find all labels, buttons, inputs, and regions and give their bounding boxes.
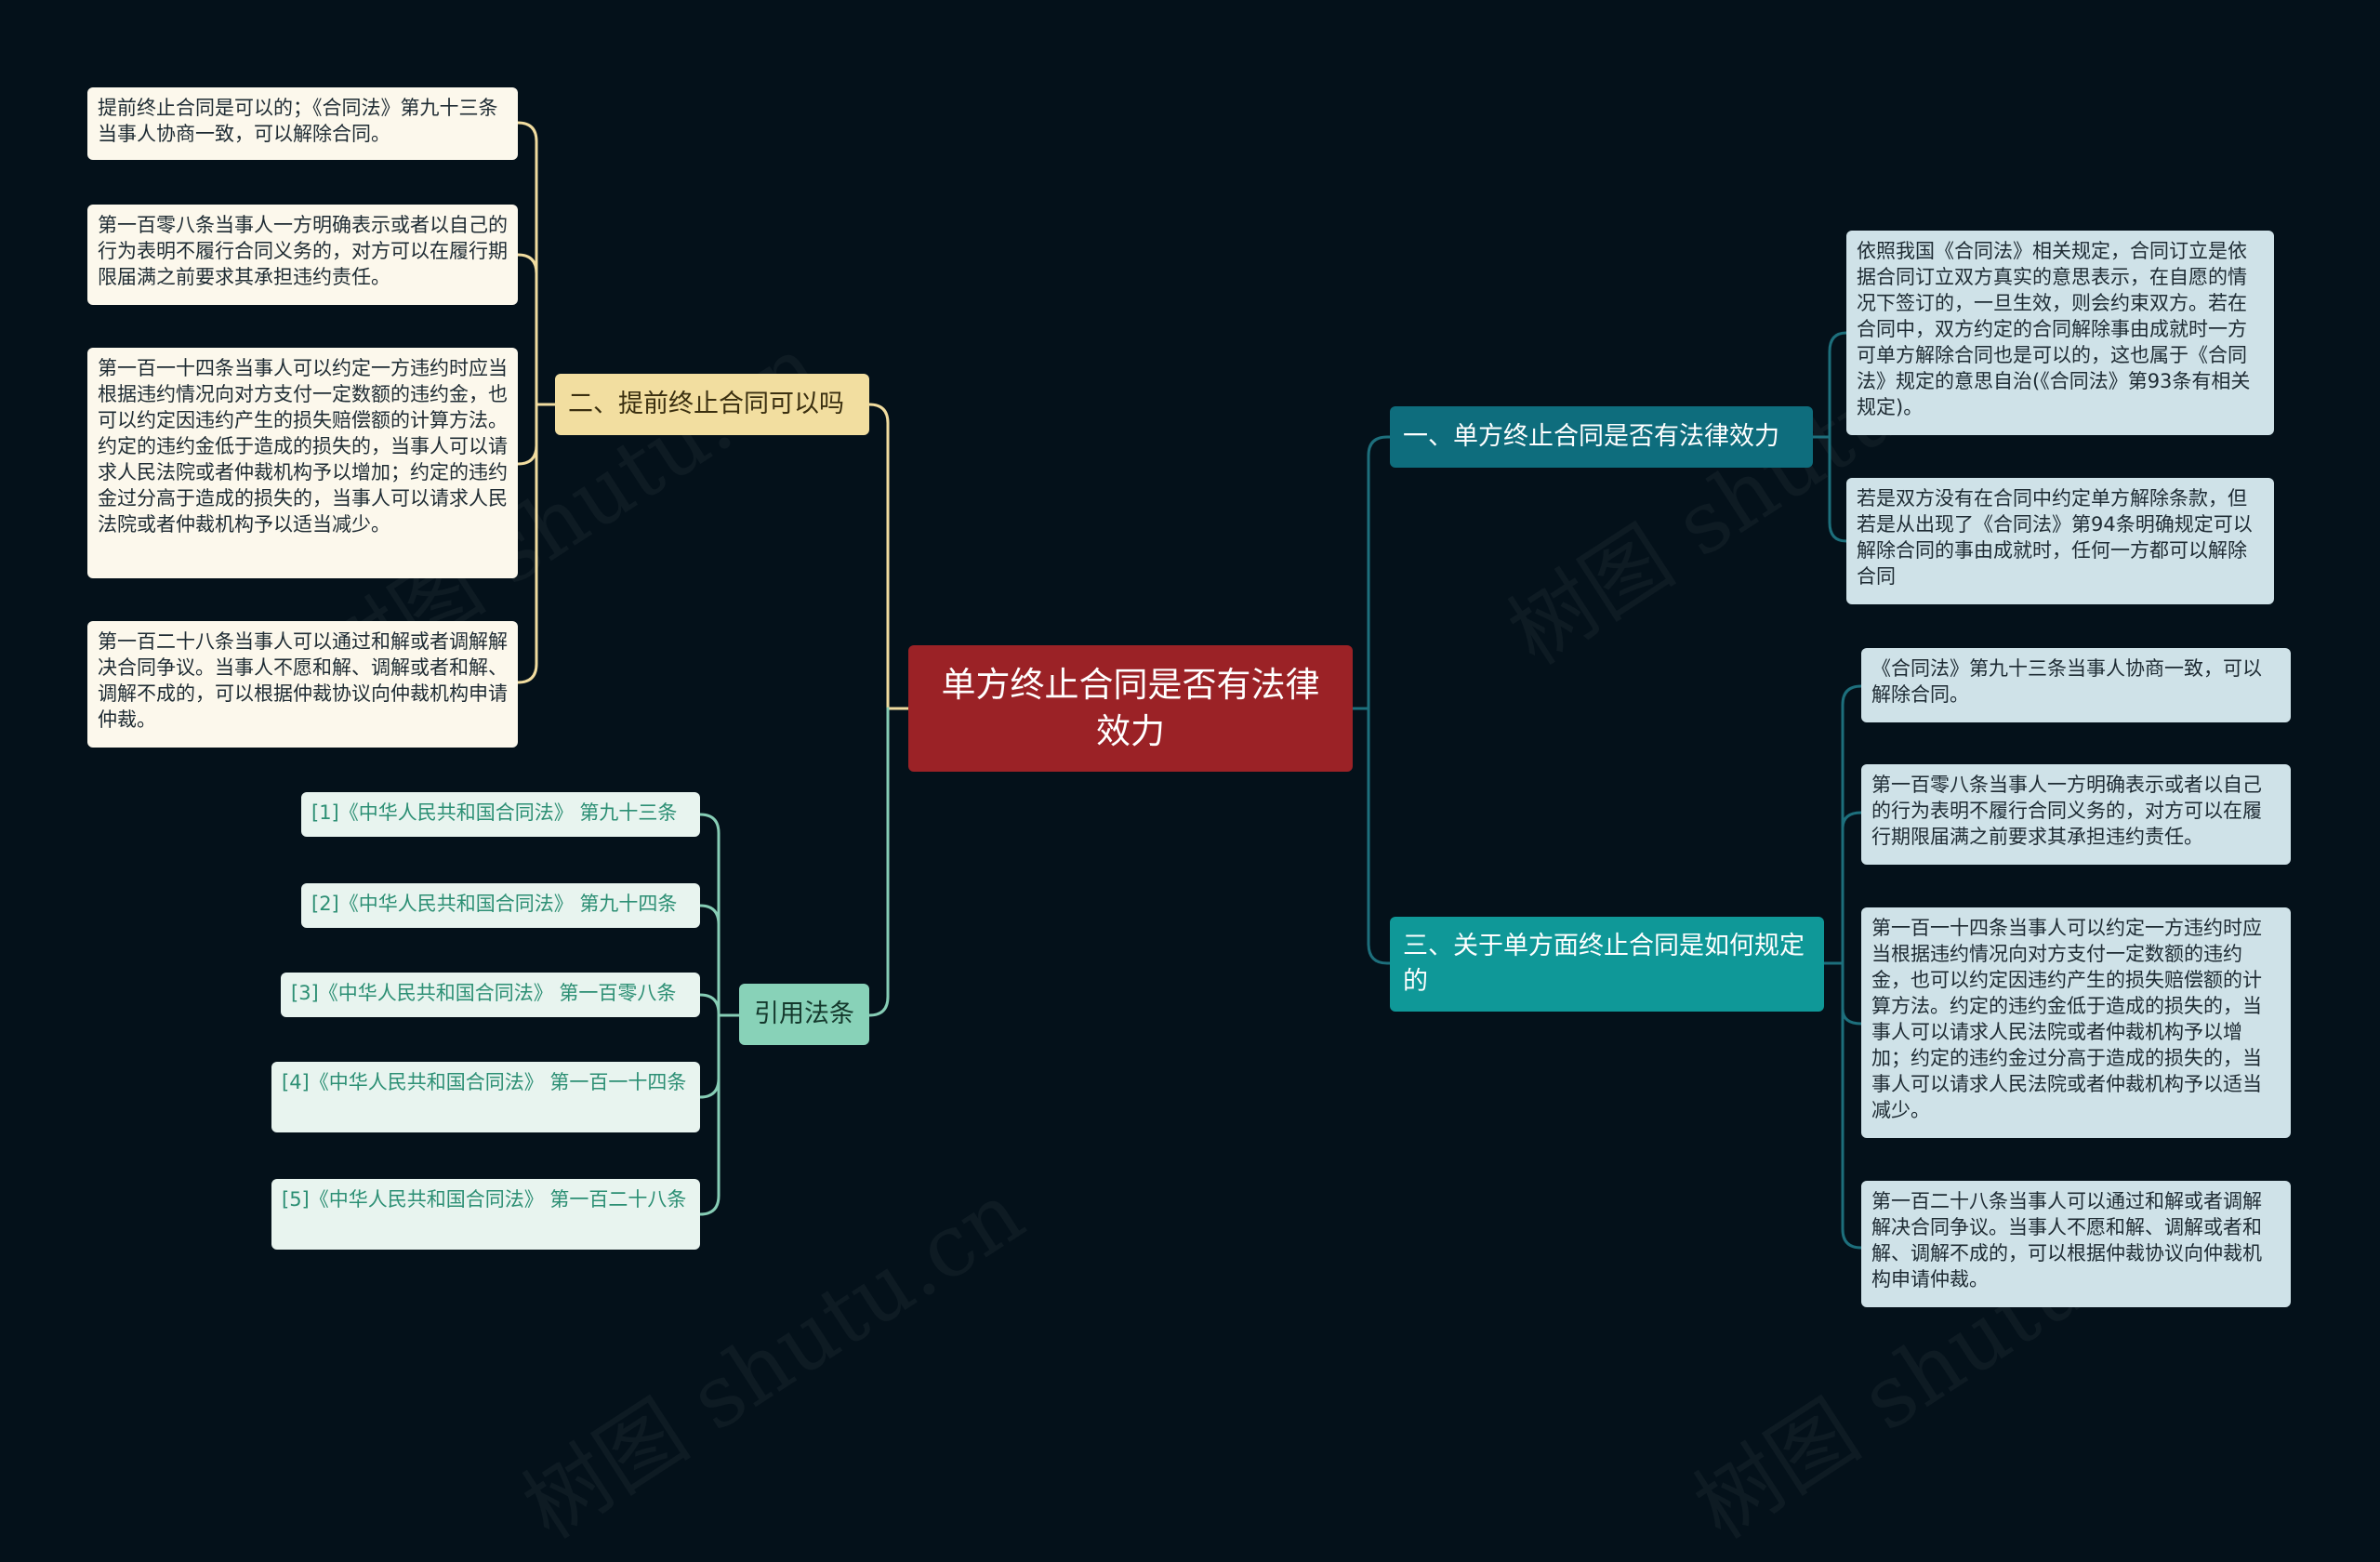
leaf-left-b1-1[interactable]: 提前终止合同是可以的；《合同法》第九十三条当事人协商一致，可以解除合同。 — [87, 87, 518, 160]
branch-label: 三、关于单方面终止合同是如何规定的 — [1403, 932, 1805, 996]
leaf-right-b2-4[interactable]: 第一百二十八条当事人可以通过和解或者调解解决合同争议。当事人不愿和解、调解或者和… — [1861, 1181, 2291, 1307]
leaf-text: 第一百一十四条当事人可以约定一方违约时应当根据违约情况向对方支付一定数额的违约金… — [1871, 917, 2262, 1121]
connector-lines — [516, 121, 1863, 1250]
reference-text: [2]《中华人民共和国合同法》 第九十四条 — [311, 893, 678, 915]
reference-link-4[interactable]: [4]《中华人民共和国合同法》 第一百一十四条 — [271, 1062, 700, 1132]
branch-right-legal-effect[interactable]: 一、单方终止合同是否有法律效力 — [1390, 406, 1813, 468]
reference-link-3[interactable]: [3]《中华人民共和国合同法》 第一百零八条 — [281, 973, 700, 1017]
leaf-text: 第一百二十八条当事人可以通过和解或者调解解决合同争议。当事人不愿和解、调解或者和… — [98, 630, 508, 731]
leaf-right-b2-1[interactable]: 《合同法》第九十三条当事人协商一致，可以解除合同。 — [1861, 648, 2291, 722]
branch-left-references[interactable]: 引用法条 — [739, 984, 869, 1045]
central-topic[interactable]: 单方终止合同是否有法律效力 — [908, 645, 1353, 772]
leaf-text: 提前终止合同是可以的；《合同法》第九十三条当事人协商一致，可以解除合同。 — [98, 97, 498, 145]
link-left-trunk-down — [867, 707, 890, 1017]
leaf-text: 第一百二十八条当事人可以通过和解或者调解解决合同争议。当事人不愿和解、调解或者和… — [1871, 1190, 2262, 1291]
leaf-left-b1-4[interactable]: 第一百二十八条当事人可以通过和解或者调解解决合同争议。当事人不愿和解、调解或者和… — [87, 621, 518, 748]
reference-link-5[interactable]: [5]《中华人民共和国合同法》 第一百二十八条 — [271, 1179, 700, 1250]
branch-label: 二、提前终止合同可以吗 — [568, 390, 844, 418]
link-left-b2-bracket — [698, 813, 741, 1216]
leaf-left-b1-2[interactable]: 第一百零八条当事人一方明确表示或者以自己的行为表明不履行合同义务的，对方可以在履… — [87, 205, 518, 305]
leaf-text: 第一百零八条当事人一方明确表示或者以自己的行为表明不履行合同义务的，对方可以在履… — [1871, 774, 2262, 848]
central-topic-label: 单方终止合同是否有法律效力 — [941, 665, 1320, 751]
leaf-text: 第一百零八条当事人一方明确表示或者以自己的行为表明不履行合同义务的，对方可以在履… — [98, 214, 508, 288]
branch-label: 一、单方终止合同是否有法律效力 — [1403, 422, 1779, 451]
leaf-right-b1-1[interactable]: 依照我国《合同法》相关规定，合同订立是依据合同订立双方真实的意思表示，在自愿的情… — [1846, 231, 2274, 435]
reference-text: [1]《中华人民共和国合同法》 第九十三条 — [311, 801, 678, 824]
leaf-text: 第一百一十四条当事人可以约定一方违约时应当根据违约情况向对方支付一定数额的违约金… — [98, 357, 508, 536]
reference-text: [3]《中华人民共和国合同法》 第一百零八条 — [291, 982, 677, 1004]
leaf-text: 依照我国《合同法》相关规定，合同订立是依据合同订立双方真实的意思表示，在自愿的情… — [1857, 240, 2251, 418]
branch-label: 引用法条 — [754, 999, 854, 1028]
reference-text: [4]《中华人民共和国合同法》 第一百一十四条 — [282, 1071, 687, 1093]
reference-text: [5]《中华人民共和国合同法》 第一百二十八条 — [282, 1188, 687, 1211]
branch-left-early-termination[interactable]: 二、提前终止合同可以吗 — [555, 374, 869, 435]
link-right-trunk — [1367, 435, 1392, 965]
reference-link-2[interactable]: [2]《中华人民共和国合同法》 第九十四条 — [301, 883, 700, 928]
link-left-trunk-up — [867, 403, 890, 710]
leaf-text: 《合同法》第九十三条当事人协商一致，可以解除合同。 — [1871, 657, 2262, 706]
branch-right-regulations[interactable]: 三、关于单方面终止合同是如何规定的 — [1390, 917, 1824, 1012]
link-right-b2-bracket — [1822, 684, 1863, 1250]
leaf-left-b1-3[interactable]: 第一百一十四条当事人可以约定一方违约时应当根据违约情况向对方支付一定数额的违约金… — [87, 348, 518, 578]
leaf-right-b1-2[interactable]: 若是双方没有在合同中约定单方解除条款，但若是从出现了《合同法》第94条明确规定可… — [1846, 478, 2274, 604]
leaf-right-b2-2[interactable]: 第一百零八条当事人一方明确表示或者以自己的行为表明不履行合同义务的，对方可以在履… — [1861, 764, 2291, 865]
link-right-b1-bracket — [1811, 331, 1848, 543]
leaf-text: 若是双方没有在合同中约定单方解除条款，但若是从出现了《合同法》第94条明确规定可… — [1857, 487, 2253, 588]
leaf-right-b2-3[interactable]: 第一百一十四条当事人可以约定一方违约时应当根据违约情况向对方支付一定数额的违约金… — [1861, 907, 2291, 1138]
link-left-b1-bracket — [516, 121, 557, 684]
reference-link-1[interactable]: [1]《中华人民共和国合同法》 第九十三条 — [301, 792, 700, 837]
